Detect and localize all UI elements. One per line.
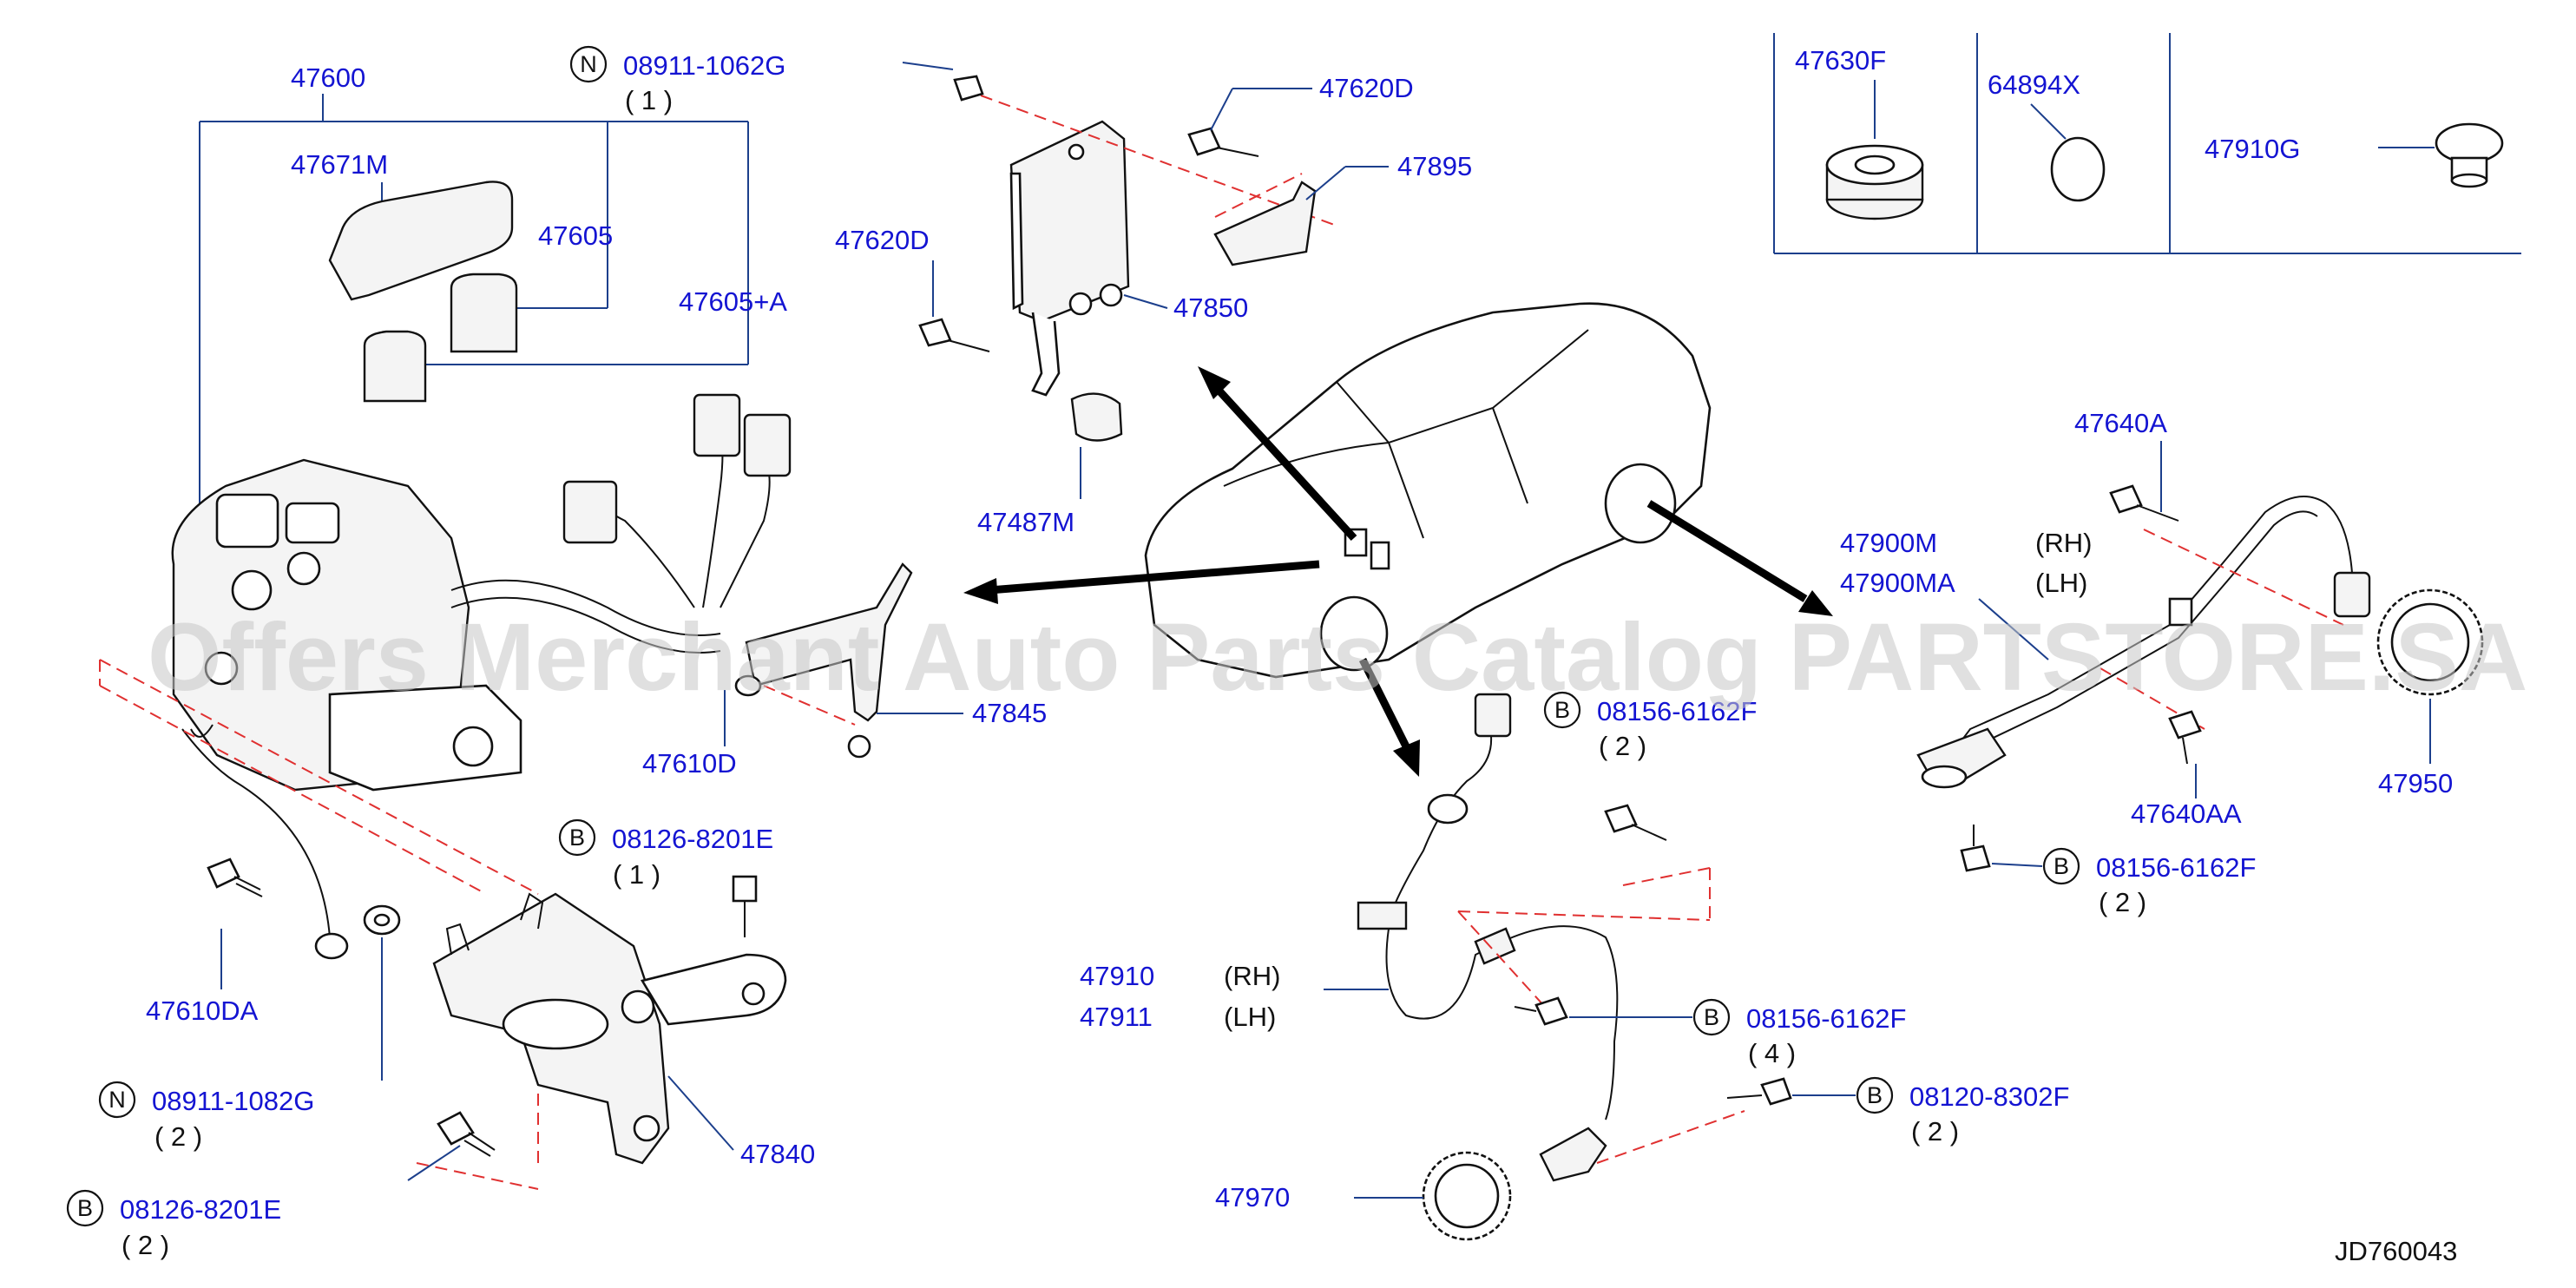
bolt-08126-8201E-top xyxy=(732,875,758,937)
grommet-47630F xyxy=(1825,144,1924,220)
bracket-47840 xyxy=(432,892,787,1165)
label-08126-8201E-top[interactable]: 08126-8201E xyxy=(612,824,773,854)
prefix-b-6: B xyxy=(2054,853,2069,879)
label-47845[interactable]: 47845 xyxy=(972,698,1047,728)
nut-top xyxy=(902,62,984,102)
bolt-47620D-left xyxy=(918,318,990,352)
bolt-47640A xyxy=(2109,484,2179,522)
prefix-b-badge-5 xyxy=(1856,1076,1894,1114)
seal-64894X xyxy=(2050,136,2106,202)
label-08126-8201E-bottom[interactable]: 08126-8201E xyxy=(120,1194,281,1225)
bolt-08156-6162F-lower xyxy=(1514,996,1568,1026)
qty-08911-1062G: ( 1 ) xyxy=(625,85,673,115)
label-47487M[interactable]: 47487M xyxy=(977,507,1074,537)
inset-box: 47630F 64894X 47910G xyxy=(1773,33,2521,254)
bolt-08126-8201E-bottom xyxy=(437,1111,496,1157)
watermark-text: Offers Merchant Auto Parts Catalog PARTS… xyxy=(148,604,2527,711)
label-47600[interactable]: 47600 xyxy=(291,62,365,93)
qty-08120-8302F: ( 2 ) xyxy=(1911,1116,1959,1147)
qty-08156-6162F-center: ( 2 ) xyxy=(1599,731,1646,761)
bracket-47845: 47845 47610D xyxy=(642,562,1047,779)
prefix-b-1: B xyxy=(77,1195,93,1221)
side-47900MA-lh: (LH) xyxy=(2035,568,2087,598)
label-08156-6162F-right[interactable]: 08156-6162F xyxy=(2096,852,2256,883)
plug-47910G xyxy=(2435,122,2504,188)
prefix-b-badge-4 xyxy=(1692,998,1731,1036)
bolt-08120-8302F xyxy=(1726,1077,1792,1106)
label-08911-1082G[interactable]: 08911-1082G xyxy=(152,1086,314,1116)
prefix-n-badge xyxy=(569,45,608,83)
qty-08126-8201E-top: ( 1 ) xyxy=(613,859,660,890)
prefix-b-5: B xyxy=(1867,1082,1883,1108)
prefix-b-badge-1 xyxy=(66,1189,104,1227)
vehicle-outline xyxy=(1144,302,1712,679)
rotor-47970 xyxy=(1422,1151,1512,1241)
label-47850[interactable]: 47850 xyxy=(1173,292,1248,323)
label-47910[interactable]: 47910 xyxy=(1080,961,1154,991)
prefix-b-3: B xyxy=(1554,697,1570,723)
prefix-n-2: N xyxy=(108,1087,126,1113)
label-47840[interactable]: 47840 xyxy=(740,1139,815,1169)
bracket-47895 xyxy=(1213,181,1317,266)
label-47640AA[interactable]: 47640AA xyxy=(2131,798,2242,829)
bolt-08156-6162F-center xyxy=(1604,804,1667,841)
rotor-47950 xyxy=(2376,588,2484,696)
label-47911[interactable]: 47911 xyxy=(1080,1002,1153,1032)
clip-47487M xyxy=(1070,392,1123,442)
label-08156-6162F-lower[interactable]: 08156-6162F xyxy=(1746,1003,1906,1034)
label-47970[interactable]: 47970 xyxy=(1215,1182,1290,1212)
side-47910-rh: (RH) xyxy=(1224,961,1280,991)
bolt-47610DA xyxy=(207,858,263,897)
side-47911-lh: (LH) xyxy=(1224,1002,1276,1032)
label-47620D-top[interactable]: 47620D xyxy=(1319,73,1414,103)
prefix-n-badge-2 xyxy=(98,1081,136,1119)
abs-actuator xyxy=(171,458,721,960)
pointer-arrows xyxy=(963,366,1833,777)
label-47605[interactable]: 47605 xyxy=(538,220,613,251)
label-47910G[interactable]: 47910G xyxy=(2205,134,2300,164)
label-47950[interactable]: 47950 xyxy=(2378,768,2453,798)
qty-08126-8201E-bottom: ( 2 ) xyxy=(122,1230,169,1260)
qty-08911-1082G: ( 2 ) xyxy=(154,1121,202,1152)
label-47640A[interactable]: 47640A xyxy=(2074,408,2167,438)
prefix-b-4: B xyxy=(1704,1004,1719,1030)
label-64894X[interactable]: 64894X xyxy=(1988,69,2080,100)
bolt-08156-6162F-right xyxy=(1960,825,1991,872)
bolt-47620D-top xyxy=(1187,127,1259,157)
label-47900M[interactable]: 47900M xyxy=(1840,528,1937,558)
prefix-b-badge-6 xyxy=(2042,847,2080,885)
label-08120-8302F[interactable]: 08120-8302F xyxy=(1909,1081,2069,1112)
prefix-b-badge-2 xyxy=(558,818,596,857)
control-unit-47850 xyxy=(1009,120,1130,397)
side-47900M-rh: (RH) xyxy=(2035,528,2092,558)
washer-08911-1082G xyxy=(363,904,401,936)
cap-47605-b xyxy=(363,330,427,403)
label-47610DA[interactable]: 47610DA xyxy=(146,996,259,1026)
prefix-b-2: B xyxy=(569,825,585,851)
label-47895[interactable]: 47895 xyxy=(1397,151,1472,181)
label-08911-1062G[interactable]: 08911-1062G xyxy=(623,50,785,81)
label-47671M[interactable]: 47671M xyxy=(291,149,388,180)
diagram-id: JD760043 xyxy=(2335,1236,2457,1266)
label-47900MA[interactable]: 47900MA xyxy=(1840,568,1955,598)
prefix-b-badge-3 xyxy=(1543,691,1581,729)
cap-47605-a xyxy=(450,273,518,353)
label-47620D-left[interactable]: 47620D xyxy=(835,225,930,255)
front-sensor-47910 xyxy=(1357,693,1619,1182)
harness-connectors xyxy=(562,393,792,608)
bolt-47640AA xyxy=(2168,710,2202,765)
label-47630F[interactable]: 47630F xyxy=(1795,45,1886,76)
actuator-group: 47600 N 08911-1062G ( 1 ) 47671M 47605 4… xyxy=(199,45,787,512)
label-47605-plus-a[interactable]: 47605+A xyxy=(679,286,787,317)
cover-47671M xyxy=(328,181,514,301)
qty-08156-6162F-lower: ( 4 ) xyxy=(1748,1038,1796,1068)
rear-sensor-47900M xyxy=(1916,496,2371,789)
prefix-n: N xyxy=(580,51,597,77)
qty-08156-6162F-right: ( 2 ) xyxy=(2099,887,2146,917)
label-47610D[interactable]: 47610D xyxy=(642,748,737,779)
label-08156-6162F-center[interactable]: 08156-6162F xyxy=(1597,696,1757,726)
